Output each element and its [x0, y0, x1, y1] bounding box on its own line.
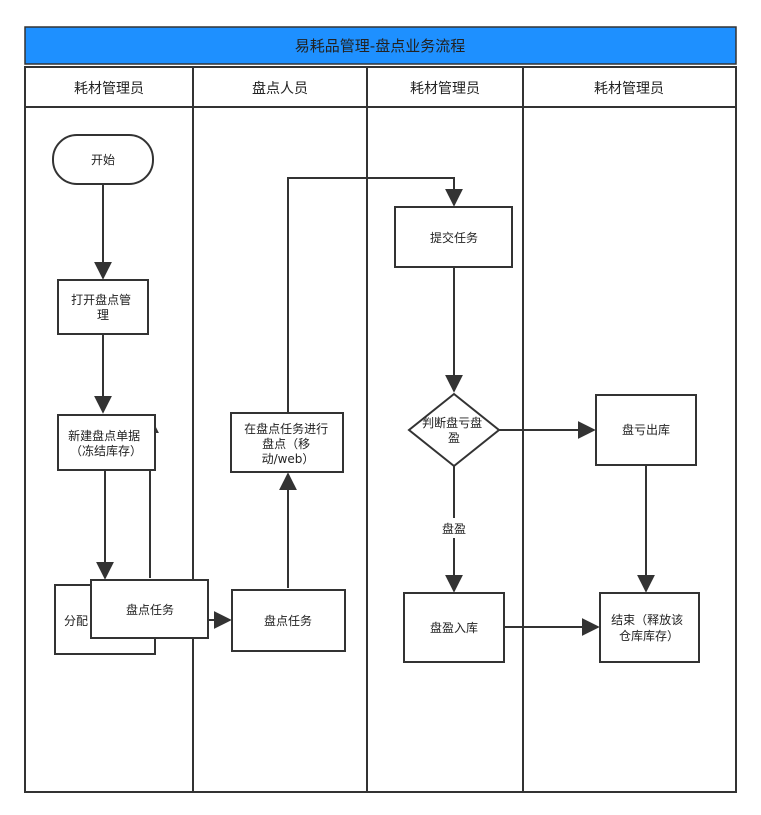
perform-inventory-node	[230, 412, 344, 473]
judge-decision-node	[407, 392, 501, 468]
perform-inventory-line-3: 动/web）	[262, 452, 315, 466]
assign-label: 分配	[64, 614, 88, 628]
start-label: 开始	[91, 153, 115, 167]
submit-task-label: 提交任务	[430, 230, 478, 245]
inventory-task-right-label: 盘点任务	[264, 613, 312, 628]
start-node	[52, 134, 154, 185]
new-inventory-doc-node	[57, 414, 156, 471]
edge-label-surplus: 盘盈	[442, 521, 466, 536]
new-inventory-doc-line-1: 新建盘点单据	[68, 428, 140, 443]
judge-line-1: 判断盘亏盘	[422, 415, 482, 430]
open-management-node	[57, 279, 149, 335]
lane-header-material-admin-3: 耗材管理员	[594, 81, 664, 97]
inventory-task-right-node	[231, 589, 346, 652]
submit-task-node	[394, 206, 513, 268]
judge-label: 判断盘亏盘 盈	[422, 415, 486, 445]
inventory-task-left-overlay	[90, 579, 209, 639]
perform-inventory-line-2: 盘点（移	[262, 436, 310, 451]
lane-header-inventory-staff: 盘点人员	[252, 80, 308, 97]
surplus-inbound-label: 盘盈入库	[430, 620, 478, 635]
loss-outbound-label: 盘亏出库	[622, 422, 670, 437]
end-line-2: 仓库库存）	[619, 628, 679, 643]
lane-frame	[24, 66, 737, 793]
open-management-line-2: 理	[97, 308, 109, 322]
new-inventory-doc-label: 新建盘点单据 （冻结库存）	[68, 428, 144, 458]
loss-outbound-node	[595, 394, 697, 466]
open-management-line-1: 打开盘点管	[71, 292, 131, 307]
surplus-inbound-node	[403, 592, 505, 663]
title-bar	[24, 26, 737, 65]
judge-line-2: 盈	[448, 431, 460, 445]
edge-label-bg	[436, 518, 472, 538]
perform-inventory-line-1: 在盘点任务进行	[244, 421, 328, 436]
end-node	[599, 592, 700, 663]
new-inventory-doc-line-2: （冻结库存）	[70, 443, 142, 458]
end-line-1: 结束（释放该	[611, 612, 683, 627]
inventory-task-left-label: 盘点任务	[126, 602, 174, 617]
end-label: 结束（释放该 仓库库存）	[611, 612, 687, 643]
edge-perform-to-submit	[287, 177, 463, 412]
open-management-label: 打开盘点管 理	[71, 292, 135, 322]
perform-inventory-label: 在盘点任务进行 盘点（移 动/web）	[244, 421, 332, 466]
diagram-title: 易耗品管理-盘点业务流程	[295, 37, 465, 55]
lane-header-material-admin-1: 耗材管理员	[74, 81, 144, 97]
lane-header-material-admin-2: 耗材管理员	[410, 81, 480, 97]
